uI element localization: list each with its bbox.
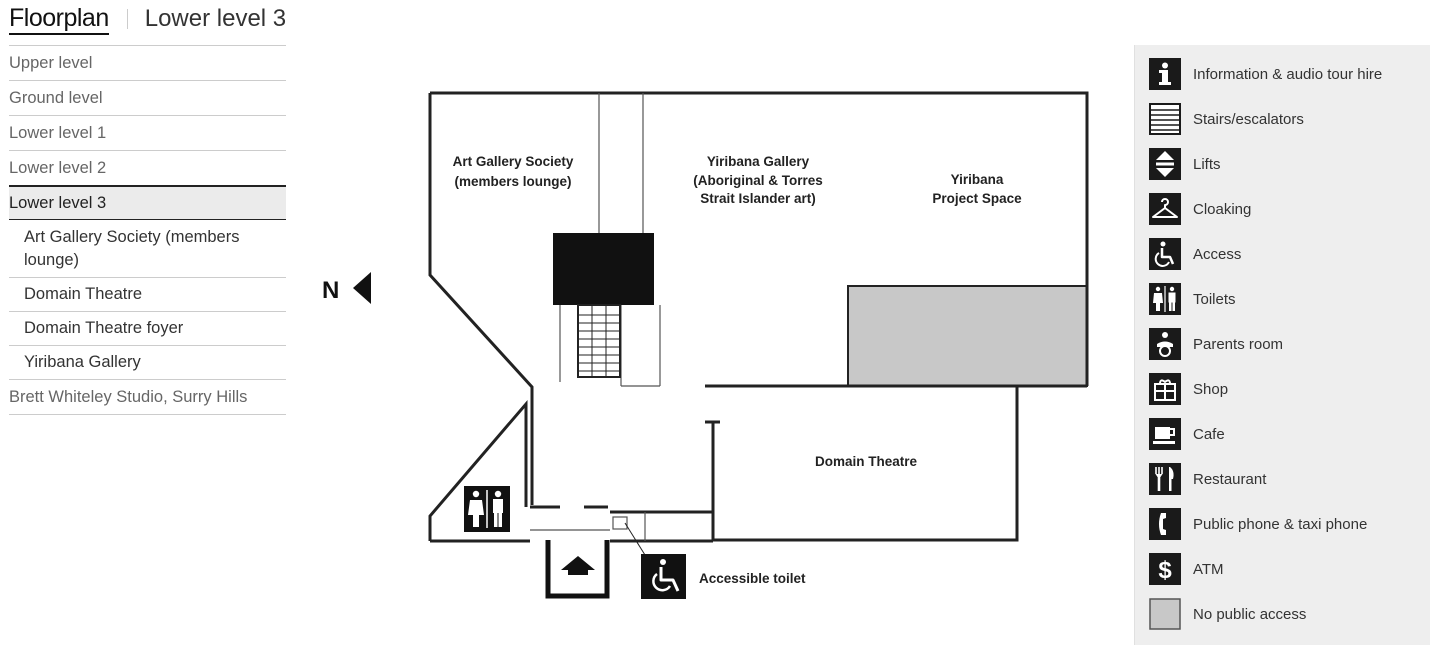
label-yiribana-gallery-1: Yiribana Gallery xyxy=(707,154,810,169)
no-access-icon xyxy=(1149,598,1181,630)
page-title: Floorplan xyxy=(9,4,109,35)
label-yiribana-gallery-2: (Aboriginal & Torres xyxy=(693,173,823,188)
phone-icon xyxy=(1149,508,1181,540)
lift-icon xyxy=(1149,148,1181,180)
escalator-icon xyxy=(577,304,621,378)
shop-icon xyxy=(1149,373,1181,405)
toilets-icon xyxy=(464,486,510,532)
nav-subitem-domain-theatre[interactable]: Domain Theatre xyxy=(9,278,286,312)
accessible-toilet-pointer xyxy=(624,522,646,556)
north-label: N xyxy=(322,277,339,304)
legend-item-shop: Shop xyxy=(1149,373,1228,405)
current-level-title: Lower level 3 xyxy=(144,5,287,32)
no-public-access-area xyxy=(847,285,1088,387)
legend-item-no-public-access: No public access xyxy=(1149,598,1306,630)
legend-item-restaurant: Restaurant xyxy=(1149,463,1266,495)
legend-item-stairs: Stairs/escalators xyxy=(1149,103,1304,135)
level-nav: Upper level Ground level Lower level 1 L… xyxy=(9,45,286,415)
nav-item-ground-level[interactable]: Ground level xyxy=(9,80,286,115)
accessible-toilet-icon xyxy=(641,554,686,599)
legend-item-toilets: Toilets xyxy=(1149,283,1236,315)
label-yiribana-project-1: Yiribana xyxy=(951,172,1004,187)
label-domain-theatre: Domain Theatre xyxy=(815,454,918,469)
legend-item-access: Access xyxy=(1149,238,1241,270)
page-header: Floorplan Lower level 3 xyxy=(9,2,286,36)
legend-item-parents-room: Parents room xyxy=(1149,328,1283,360)
floor-map: N xyxy=(322,91,1089,599)
map-legend: Information & audio tour hire Stairs/esc… xyxy=(1134,45,1430,645)
label-art-gallery-society-1: Art Gallery Society xyxy=(453,154,574,169)
header-divider xyxy=(126,9,128,29)
legend-item-phone: Public phone & taxi phone xyxy=(1149,508,1367,540)
nav-item-upper-level[interactable]: Upper level xyxy=(9,45,286,80)
toilets-icon xyxy=(1149,283,1181,315)
north-arrow-icon xyxy=(353,272,371,304)
info-icon xyxy=(1149,58,1181,90)
label-accessible-toilet: Accessible toilet xyxy=(699,571,806,586)
nav-item-lower-level-1[interactable]: Lower level 1 xyxy=(9,115,286,150)
nav-subitem-yiribana-gallery[interactable]: Yiribana Gallery xyxy=(9,346,286,380)
nav-item-lower-level-2[interactable]: Lower level 2 xyxy=(9,150,286,185)
svg-text:$: $ xyxy=(1158,557,1172,584)
legend-item-cafe: Cafe xyxy=(1149,418,1225,450)
lift-entrance-icon xyxy=(545,540,610,599)
label-yiribana-project-2: Project Space xyxy=(932,191,1022,206)
legend-item-atm: $ ATM xyxy=(1149,553,1224,585)
nav-subitem-art-gallery-society[interactable]: Art Gallery Society (members lounge) xyxy=(9,220,286,278)
nav-subitem-domain-theatre-foyer[interactable]: Domain Theatre foyer xyxy=(9,312,286,346)
escalator-landing-block xyxy=(553,233,654,305)
legend-item-information: Information & audio tour hire xyxy=(1149,58,1382,90)
label-art-gallery-society-2: (members lounge) xyxy=(454,174,571,189)
nav-item-lower-level-3[interactable]: Lower level 3 xyxy=(9,185,286,220)
legend-item-lifts: Lifts xyxy=(1149,148,1221,180)
access-icon xyxy=(1149,238,1181,270)
stairs-icon xyxy=(1149,103,1181,135)
legend-item-cloaking: Cloaking xyxy=(1149,193,1251,225)
restaurant-icon xyxy=(1149,463,1181,495)
nav-item-brett-whiteley-studio[interactable]: Brett Whiteley Studio, Surry Hills xyxy=(9,380,286,415)
cloaking-icon xyxy=(1149,193,1181,225)
atm-icon: $ xyxy=(1149,553,1181,585)
label-yiribana-gallery-3: Strait Islander art) xyxy=(700,191,816,206)
parents-room-icon xyxy=(1149,328,1181,360)
cafe-icon xyxy=(1149,418,1181,450)
floor-walls xyxy=(428,91,1089,543)
